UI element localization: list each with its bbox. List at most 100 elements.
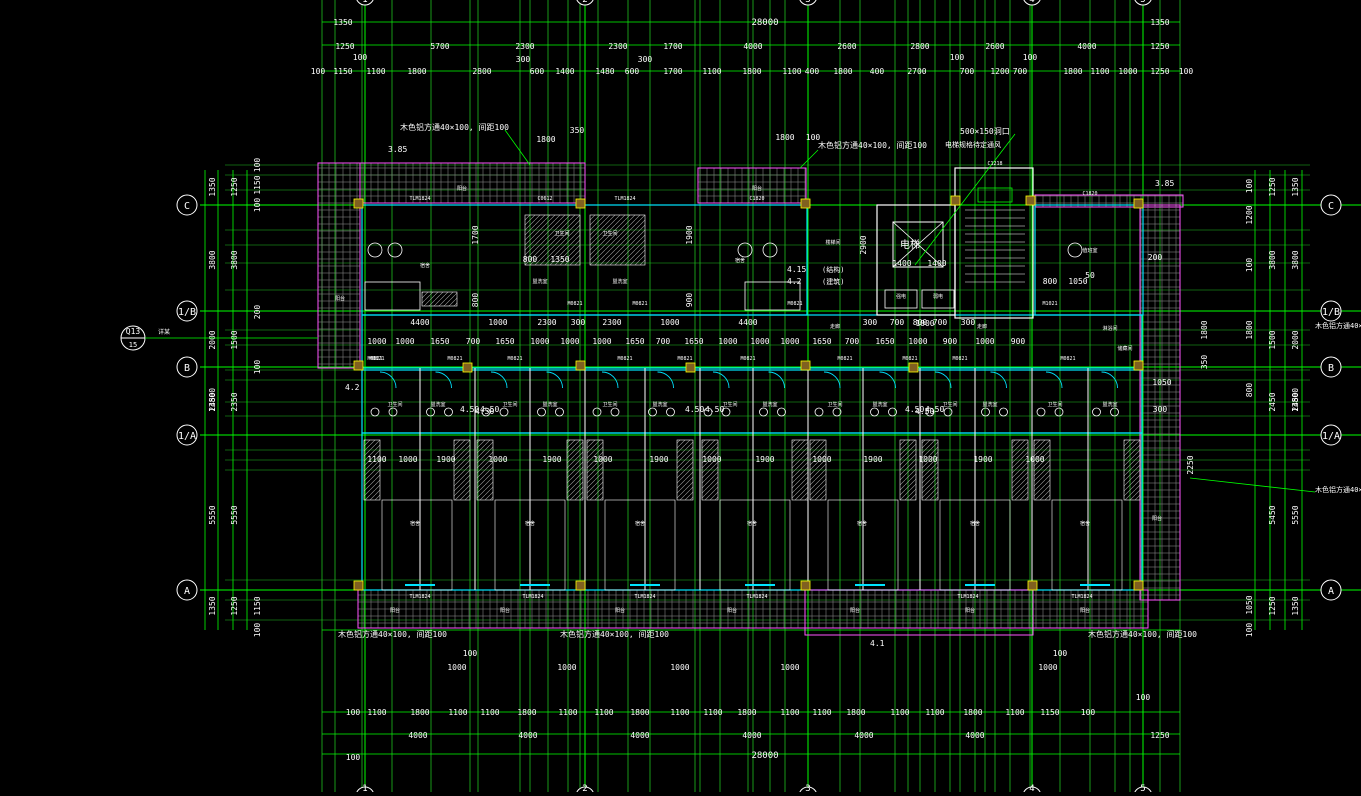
- top-dim-row3: 1800: [742, 67, 761, 76]
- top-dim-row3: 600: [530, 67, 545, 76]
- axis-bubble-right: [1320, 194, 1342, 216]
- balcony-top-dim: 1800: [536, 135, 555, 144]
- entry-canopy: [804, 589, 1034, 636]
- room-label-corridor: 走廊: [977, 323, 987, 330]
- elevation-mark: 4.2: [787, 277, 802, 286]
- axis-label-left: 1/B: [178, 307, 196, 318]
- door-tag: M0821: [632, 301, 647, 307]
- door-swing: [990, 371, 1007, 389]
- top-dim: 1350: [333, 18, 352, 27]
- toilet-hatch: [524, 214, 581, 266]
- top-dim-row2: 2300: [515, 42, 534, 51]
- upper-room-dim: 800: [913, 318, 928, 327]
- bottom-dim-misc: 100: [1136, 693, 1151, 702]
- upper-room-dim: 4400: [410, 318, 429, 327]
- top-dim-misc: 100: [353, 53, 368, 62]
- door-tag: M0821: [677, 356, 692, 362]
- wardrobe-right: [566, 439, 584, 501]
- door-tag: M0821: [902, 356, 917, 362]
- detail-note: 详某: [158, 328, 170, 336]
- bottom-dim-row1: 1100: [812, 708, 831, 717]
- wardrobe-right: [899, 439, 917, 501]
- axis-bubble-right: [1320, 579, 1342, 601]
- door-tag: M0821: [837, 356, 852, 362]
- bottom-dim-row2: 4000: [630, 731, 649, 740]
- top-dim-row3: 1100: [1090, 67, 1109, 76]
- bed-top-left: [364, 281, 421, 311]
- room-label-balcony: 阳台: [1152, 515, 1162, 522]
- corridor-dimension: 1650: [430, 337, 449, 346]
- corridor: [361, 314, 1143, 371]
- room-label-balcony: 阳台: [850, 607, 860, 614]
- room-label-balcony: 阳台: [1080, 607, 1090, 614]
- corridor-dimension: 900: [1011, 337, 1026, 346]
- overall-width-top: 28000: [751, 18, 778, 28]
- chair-fixture: [1067, 242, 1083, 258]
- room-label-toilet: 卫生间: [387, 401, 402, 408]
- axis-label-bottom: 2: [582, 784, 587, 792]
- stair-dim: 800: [1043, 277, 1058, 286]
- axis-label-bottom: 5: [1140, 784, 1145, 792]
- annotation-lift-2: 电梯规格待定通风: [945, 140, 1001, 149]
- axis-bubble-top: [1134, 0, 1152, 6]
- stair-dim: 1400: [927, 259, 946, 268]
- basin-fixture: [777, 407, 786, 417]
- structural-column: [908, 362, 919, 373]
- bottom-dim-row2: 4000: [518, 731, 537, 740]
- axis-bubble-left: [176, 579, 198, 601]
- stair-dim: 2900: [859, 235, 868, 254]
- toilet-fixture: [370, 407, 380, 417]
- top-dim-row3: 2800: [472, 67, 491, 76]
- room-label-duty: 值班室: [1082, 247, 1097, 254]
- window-tag-top: TLM1824: [409, 196, 430, 202]
- corridor-dimension: 1000: [750, 337, 769, 346]
- annotation-lift-1: 500×150洞口: [960, 126, 1010, 136]
- door-tag: M0821: [617, 356, 632, 362]
- balcony-dim: 1000: [670, 663, 689, 672]
- left-dim-outer: 13800: [208, 388, 217, 412]
- corridor-dimension: 1000: [592, 337, 611, 346]
- bath-dim: 900: [685, 293, 694, 308]
- strong-room: [884, 289, 918, 309]
- left-dim-outer: 3800: [208, 250, 217, 269]
- top-dim-row3: 1800: [1063, 67, 1082, 76]
- stair-landing: [977, 187, 1013, 203]
- upper-room-dim: 300: [571, 318, 586, 327]
- door-tag: M0821: [740, 356, 755, 362]
- basin-fixture: [1054, 407, 1064, 417]
- toilet-fixture: [870, 407, 879, 417]
- wardrobe-left: [809, 439, 827, 501]
- toilet-fixture: [925, 407, 935, 417]
- top-dim-row3: 400: [870, 67, 885, 76]
- left-dim-inner: 1250: [230, 596, 239, 615]
- top-dim-row3: 1100: [702, 67, 721, 76]
- left-dim-small: 1150: [253, 175, 262, 194]
- right-dim-outer: 5550: [1291, 505, 1300, 524]
- top-dim-row3: 700: [960, 67, 975, 76]
- elevation-note: (建筑): [822, 277, 844, 286]
- upper-room-dim: 700: [933, 318, 948, 327]
- left-dim-outer: 1350: [208, 596, 217, 615]
- toilet-fixture: [648, 407, 657, 417]
- room-dim: 1900: [542, 455, 561, 464]
- top-dim-row3: 1000: [1118, 67, 1137, 76]
- right-dim-small: 100: [1245, 623, 1254, 638]
- right-detail-dim: 50: [1085, 271, 1095, 280]
- axis-label-top: 3: [805, 0, 810, 5]
- top-dim-row3: 1100: [782, 67, 801, 76]
- left-dim-small: 1150: [253, 596, 262, 615]
- right-dim-small: 800: [1245, 383, 1254, 398]
- axis-label-right: 1/B: [1322, 307, 1340, 318]
- bottom-dim-row1: 100: [346, 708, 361, 717]
- bottom-dim-row1: 1150: [1040, 708, 1059, 717]
- toilet-fixture: [1036, 407, 1046, 417]
- bottom-dim-row2: 1250: [1150, 731, 1169, 740]
- top-dim-row3: 600: [625, 67, 640, 76]
- door-swing: [823, 371, 841, 389]
- top-dim-row3: 400: [805, 67, 820, 76]
- door-tag: M0821: [787, 301, 802, 307]
- structural-column: [353, 198, 364, 209]
- room-label-bedroom: 宿舍: [857, 520, 867, 527]
